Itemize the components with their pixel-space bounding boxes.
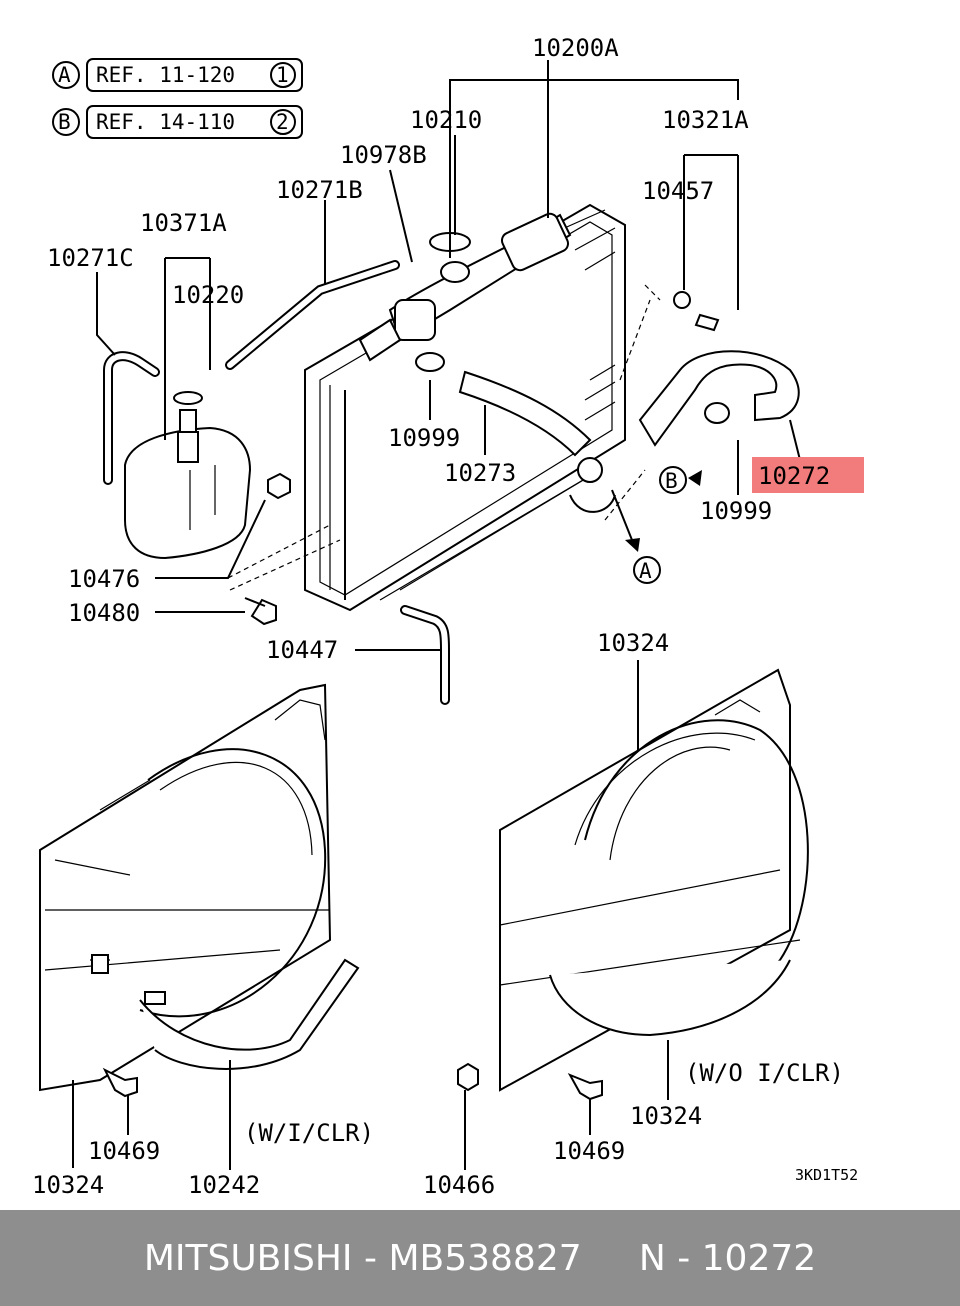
label-10210: 10210 bbox=[410, 106, 482, 134]
label-10242: 10242 bbox=[188, 1171, 260, 1199]
footer-bar: MITSUBISHI - MB538827 N - 10272 bbox=[0, 1210, 960, 1306]
label-10466: 10466 bbox=[423, 1171, 495, 1199]
lower-hose bbox=[458, 370, 592, 457]
highlight-box bbox=[752, 457, 864, 493]
label-10999-b: 10999 bbox=[700, 497, 772, 525]
drain-plug bbox=[694, 313, 720, 332]
label-10324-left: 10324 bbox=[32, 1171, 104, 1199]
label-10200a: 10200A bbox=[532, 34, 619, 62]
bolt-10469-left bbox=[102, 1067, 138, 1098]
label-10480: 10480 bbox=[68, 599, 140, 627]
label-10220: 10220 bbox=[172, 281, 244, 309]
reservoir-tank bbox=[124, 391, 252, 560]
diagram-code: 3KD1T52 bbox=[795, 1166, 858, 1184]
label-10447: 10447 bbox=[266, 636, 338, 664]
label-10324-right: 10324 bbox=[630, 1102, 702, 1130]
nut-10466 bbox=[457, 1062, 479, 1092]
ref-a-row: A REF. 11-120 1 bbox=[52, 58, 303, 92]
footer-separator: - bbox=[352, 1237, 389, 1279]
label-10271c: 10271C bbox=[47, 244, 134, 272]
ref-a-text: REF. 11-120 bbox=[96, 63, 235, 87]
ref-a-num: 1 bbox=[276, 63, 289, 87]
label-10321a: 10321A bbox=[662, 106, 749, 134]
ref-b-letter: B bbox=[58, 110, 71, 134]
upper-hose bbox=[638, 350, 800, 447]
footer-brand: MITSUBISHI bbox=[143, 1237, 353, 1279]
label-10476: 10476 bbox=[68, 565, 140, 593]
parts-diagram: A REF. 11-120 1 B REF. 14-110 2 bbox=[32, 34, 864, 1199]
ref-b-num: 2 bbox=[276, 110, 289, 134]
hose-clamp-right bbox=[704, 402, 730, 424]
fan-shroud-left bbox=[39, 683, 360, 1092]
label-10999-a: 10999 bbox=[388, 424, 460, 452]
label-10469-right: 10469 bbox=[553, 1137, 625, 1165]
bolt-10469-right bbox=[567, 1073, 603, 1101]
marker-a: A bbox=[639, 559, 652, 583]
ref-b-row: B REF. 14-110 2 bbox=[52, 105, 303, 139]
bolt-10480 bbox=[244, 597, 277, 626]
marker-b: B bbox=[665, 469, 678, 493]
hose-10271c-inner bbox=[105, 353, 158, 483]
label-10371a: 10371A bbox=[140, 209, 227, 237]
label-10272: 10272 bbox=[758, 462, 830, 490]
label-10324-top: 10324 bbox=[597, 629, 669, 657]
footer-position: N - 10272 bbox=[638, 1237, 817, 1279]
nut-10476 bbox=[267, 472, 291, 500]
label-10978b: 10978B bbox=[340, 141, 427, 169]
footer-gap bbox=[582, 1238, 639, 1279]
footer-part-number: MB538827 bbox=[388, 1237, 582, 1279]
label-wo-iclr: (W/O I/CLR) bbox=[685, 1059, 844, 1087]
hose-clamp-left bbox=[415, 352, 445, 372]
label-10271b: 10271B bbox=[276, 176, 363, 204]
radiator bbox=[304, 203, 626, 612]
label-10273: 10273 bbox=[444, 459, 516, 487]
ref-a-letter: A bbox=[58, 63, 71, 87]
fan-shroud-right bbox=[499, 668, 809, 1092]
gasket-10457 bbox=[673, 291, 691, 309]
label-10457: 10457 bbox=[642, 177, 714, 205]
ref-b-text: REF. 14-110 bbox=[96, 110, 235, 134]
label-w-iclr: (W/I/CLR) bbox=[244, 1119, 374, 1147]
label-10469-left: 10469 bbox=[88, 1137, 160, 1165]
